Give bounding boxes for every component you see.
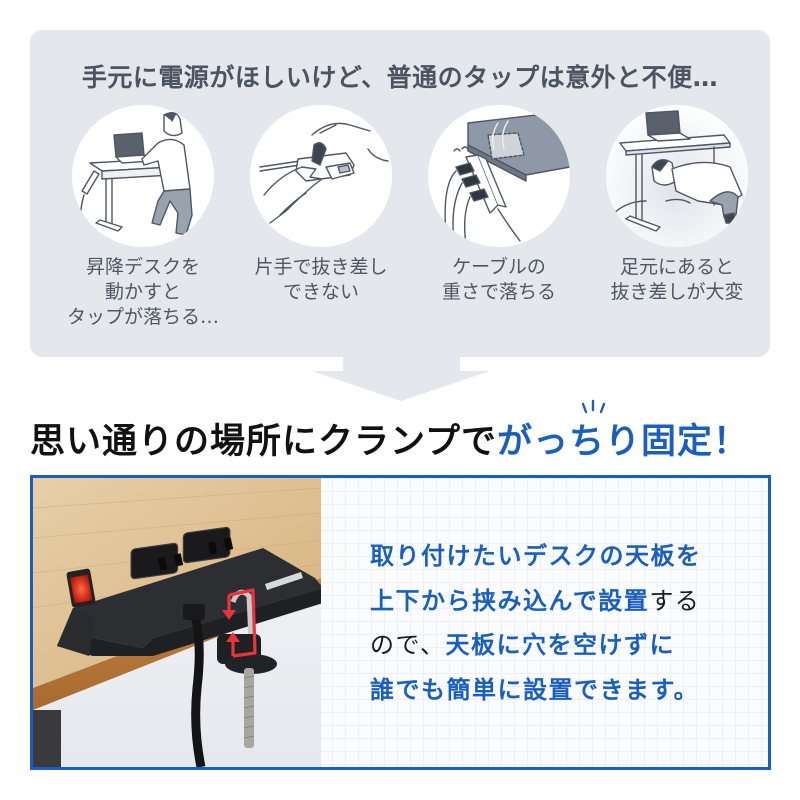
description-line-3-black: ので、 xyxy=(370,631,446,659)
problem-title: 手元に電源がほしいけど、普通のタップは意外と不便… xyxy=(81,63,719,92)
clamp-description: 取り付けたいデスクの天板を 上下から挟み込んで設置する ので、天板に穴を空けずに… xyxy=(370,534,760,712)
power-strip-photo-icon xyxy=(33,478,321,767)
description-line-2-black: する xyxy=(649,586,701,615)
description-line-4: 誰でも簡単に設置できます。 xyxy=(370,675,700,704)
problem-caption-cable-weight: ケーブルの 重さで落ちる xyxy=(441,256,556,303)
description-line-1: 取り付けたいデスクの天板を xyxy=(370,542,702,570)
one-hand-unplug-illustration-icon xyxy=(250,105,392,247)
headline-accent-text: がっちり固定！ xyxy=(496,422,749,462)
under-desk-illustration-icon xyxy=(606,105,748,247)
headline-text: 思い通りの場所にクランプで xyxy=(30,422,497,462)
description-line-3-blue: 天板に穴を空けずに xyxy=(445,631,676,659)
clamp-feature-frame: 取り付けたいデスクの天板を 上下から挟み込んで設置する ので、天板に穴を空けずに… xyxy=(30,475,771,770)
problem-caption-one-hand: 片手で抜き差し できない xyxy=(254,256,388,303)
problem-caption-under-desk: 足元にあると 抜き差しが大変 xyxy=(610,256,744,303)
down-arrow-icon xyxy=(312,355,490,401)
problem-caption-standing-desk: 昇降デスクを 動かすと タップが落ちる… xyxy=(66,256,219,328)
sparkle-icon xyxy=(581,399,606,414)
clamp-power-strip-photo xyxy=(33,478,321,767)
standing-desk-illustration-icon xyxy=(72,105,214,247)
headline: 思い通りの場所にクランプでがっちり固定！ xyxy=(30,413,790,464)
description-line-2-blue: 上下から挟み込んで設置 xyxy=(370,586,650,615)
problem-panel: 手元に電源がほしいけど、普通のタップは意外と不便… xyxy=(30,30,770,357)
cable-weight-illustration-icon xyxy=(428,105,570,247)
